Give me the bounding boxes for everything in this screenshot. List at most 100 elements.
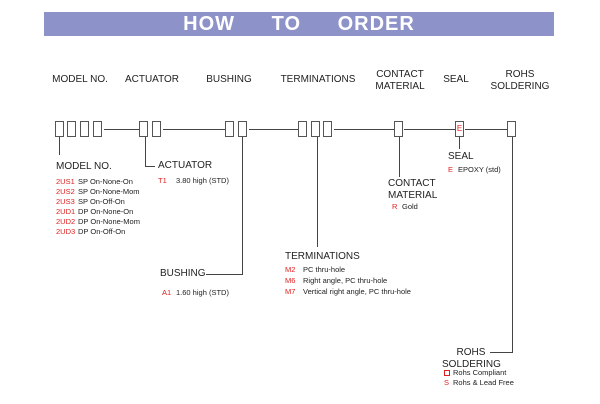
terminations-box-2 (311, 121, 320, 137)
header-seal: SEAL (443, 74, 469, 85)
option-desc: DP On-None-Mom (78, 217, 140, 226)
model-box-2 (67, 121, 76, 137)
bushing-section-title: BUSHING (160, 268, 206, 279)
option-code: 2US1 (56, 177, 75, 186)
rohs-leader-h (490, 352, 513, 353)
header-model-no: MODEL NO. (52, 74, 108, 85)
rohs-section-title: ROHS SOLDERING (442, 347, 501, 371)
option-desc: Gold (402, 202, 418, 211)
header-contact-material: CONTACT MATERIAL (370, 69, 430, 93)
header-contact-line2: MATERIAL (375, 81, 425, 92)
option-code: 2US2 (56, 187, 75, 196)
option-row: M2 PC thru-hole (285, 265, 345, 275)
actuator-box-2 (152, 121, 161, 137)
rohs-title-line1: ROHS (456, 347, 486, 358)
header-bushing: BUSHING (206, 74, 252, 85)
actuator-leader-h (145, 166, 155, 167)
option-row: M7 Vertical right angle, PC thru-hole (285, 287, 411, 297)
option-desc: SP On-Off-On (78, 197, 125, 206)
bushing-leader-h (206, 274, 243, 275)
contact-section-title: CONTACT MATERIAL (388, 178, 437, 202)
model-box-4 (93, 121, 102, 137)
model-box-3 (80, 121, 89, 137)
actuator-box-1 (139, 121, 148, 137)
header-rohs-soldering: ROHS SOLDERING (490, 69, 550, 93)
model-box-1 (55, 121, 64, 137)
bushing-leader (242, 137, 243, 274)
seal-section-title: SEAL (448, 151, 474, 162)
rohs-title-line2: SOLDERING (442, 359, 501, 370)
connector-line (163, 129, 225, 130)
option-desc: PC thru-hole (303, 265, 346, 274)
option-code: A1 (162, 288, 172, 297)
bushing-box-2 (238, 121, 247, 137)
contact-box (394, 121, 403, 137)
rohs-compliant-square-icon (444, 370, 450, 377)
option-code: E (448, 165, 454, 174)
header-terminations: TERMINATIONS (280, 74, 356, 85)
model-section-title: MODEL NO. (56, 161, 112, 172)
connector-line (334, 129, 394, 130)
contact-title-line1: CONTACT (388, 178, 436, 189)
option-desc: DP On-Off-On (78, 227, 126, 236)
terminations-section-title: TERMINATIONS (285, 251, 360, 262)
terminations-box-3 (323, 121, 332, 137)
option-code: R (392, 202, 398, 211)
actuator-section-title: ACTUATOR (158, 160, 213, 171)
option-desc: 1.60 high (STD) (176, 288, 229, 297)
option-code: M2 (285, 265, 296, 274)
header-actuator: ACTUATOR (124, 74, 180, 85)
option-row: R Gold (392, 202, 418, 212)
connector-line (465, 129, 507, 130)
option-desc: Vertical right angle, PC thru-hole (303, 287, 411, 296)
contact-leader (399, 137, 400, 177)
option-desc: Right angle, PC thru-hole (303, 276, 388, 285)
rohs-box (507, 121, 516, 137)
option-row: E EPOXY (std) (448, 165, 501, 175)
option-code: 2UD3 (56, 227, 76, 236)
header-rohs-line2: SOLDERING (490, 81, 550, 92)
actuator-leader (145, 137, 146, 166)
option-code: 2US3 (56, 197, 75, 206)
option-code: S (444, 378, 450, 387)
seal-box: E (455, 121, 464, 137)
seal-box-code: E (456, 124, 463, 133)
option-row: A1 1.60 high (STD) (162, 288, 229, 298)
contact-title-line2: MATERIAL (388, 190, 438, 201)
option-desc: Rohs Compliant (453, 368, 507, 377)
connector-line (249, 129, 298, 130)
model-leader (59, 137, 60, 155)
header-rohs-line1: ROHS (505, 69, 535, 80)
option-code: M6 (285, 276, 296, 285)
connector-line (404, 129, 455, 130)
option-desc: 3.80 high (STD) (176, 176, 229, 185)
option-desc: SP On-None-On (78, 177, 133, 186)
bushing-box-1 (225, 121, 234, 137)
option-desc: Rohs & Lead Free (453, 378, 514, 387)
option-desc: SP On-None-Mom (78, 187, 140, 196)
rohs-leader (512, 137, 513, 352)
option-code: M7 (285, 287, 296, 296)
option-code: 2UD2 (56, 217, 76, 226)
connector-line (104, 129, 139, 130)
option-desc: EPOXY (std) (458, 165, 501, 174)
seal-leader (459, 137, 460, 149)
option-code: T1 (158, 176, 167, 185)
option-row: Rohs Compliant (444, 368, 506, 378)
title-banner: HOW TO ORDER (44, 12, 554, 36)
terminations-box-1 (298, 121, 307, 137)
option-row: M6 Right angle, PC thru-hole (285, 276, 387, 286)
header-contact-line1: CONTACT (376, 69, 424, 80)
terminations-leader (317, 137, 318, 247)
option-code: 2UD1 (56, 207, 76, 216)
option-row: T1 3.80 high (STD) (158, 176, 229, 186)
page-title: HOW TO ORDER (183, 13, 415, 35)
option-desc: DP On-None-On (78, 207, 134, 216)
